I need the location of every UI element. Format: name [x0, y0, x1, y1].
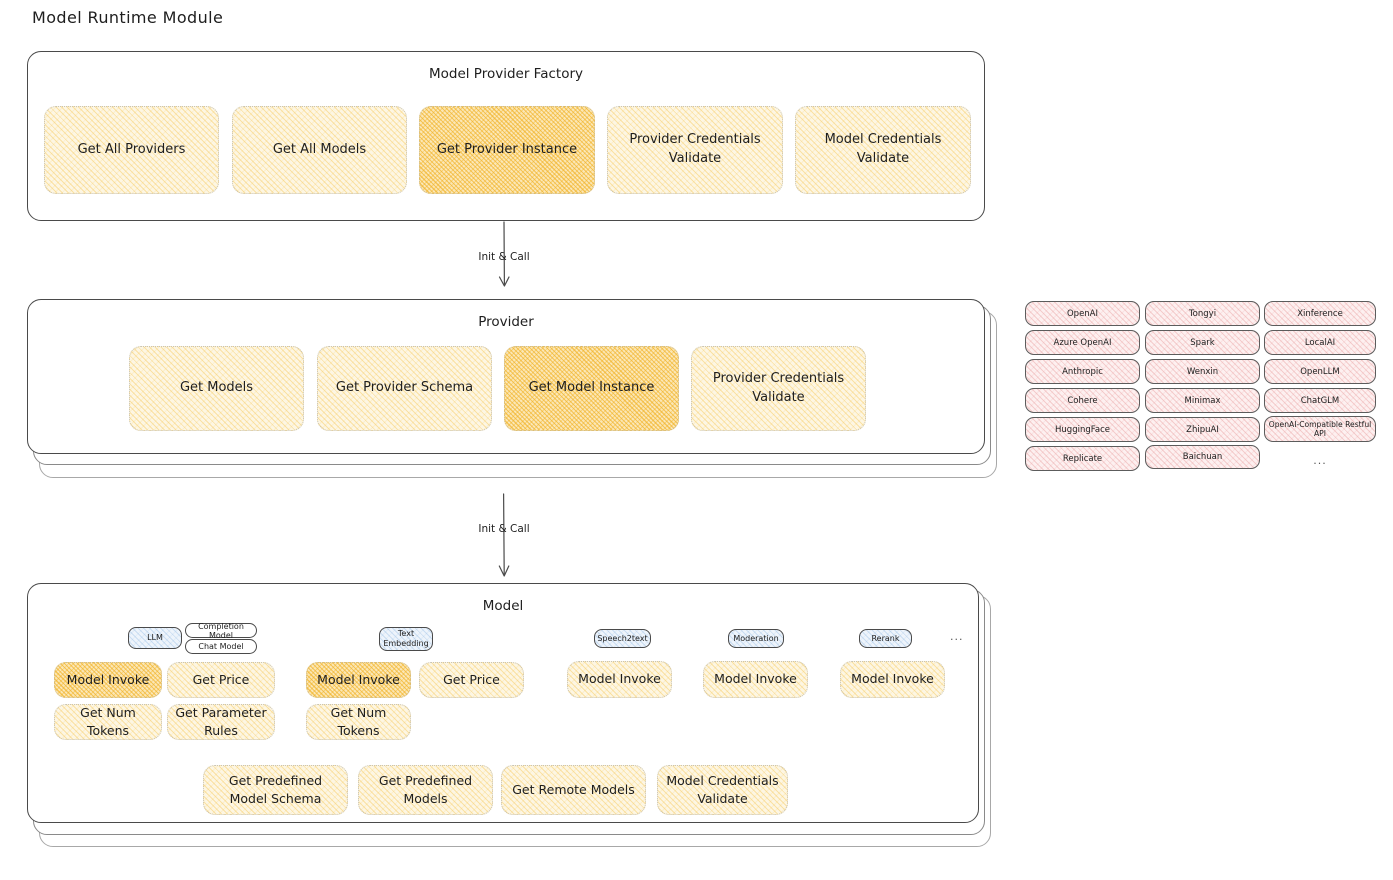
arrow-provider-to-model-label: Init & Call [478, 523, 530, 535]
provider-box-provider-credentials-validate[interactable]: Provider Credentials Validate [691, 346, 866, 431]
model-type-badge-speech2text[interactable]: Speech2text [594, 629, 651, 648]
model-types-ellipsis: ... [950, 630, 964, 643]
llm-method-get-num-tokens[interactable]: Get Num Tokens [54, 704, 162, 740]
provider-list-ellipsis: ... [1313, 453, 1327, 467]
provider-chip-replicate[interactable]: Replicate [1025, 446, 1140, 471]
provider-chip-openllm[interactable]: OpenLLM [1264, 359, 1376, 384]
model-title: Model [482, 598, 524, 614]
llm-method-model-invoke[interactable]: Model Invoke [54, 662, 162, 698]
provider-chip-openai-compatible-restful-api[interactable]: OpenAI-Compatible Restful API [1264, 416, 1376, 442]
provider-chip-zhipuai[interactable]: ZhipuAI [1145, 417, 1260, 442]
llm-method-get-price[interactable]: Get Price [167, 662, 275, 698]
model-common-get-predefined-models[interactable]: Get Predefined Models [358, 765, 493, 815]
rerank-method-model-invoke[interactable]: Model Invoke [840, 661, 945, 698]
model-subtype-badge-chat-model[interactable]: Chat Model [185, 639, 257, 654]
provider-chip-baichuan[interactable]: Baichuan [1145, 445, 1260, 469]
provider-chip-chatglm[interactable]: ChatGLM [1264, 388, 1376, 413]
factory-box-get-provider-instance[interactable]: Get Provider Instance [419, 106, 595, 194]
provider-box-get-model-instance[interactable]: Get Model Instance [504, 346, 679, 431]
model-common-get-predefined-model-schema[interactable]: Get Predefined Model Schema [203, 765, 348, 815]
factory-box-model-credentials-validate[interactable]: Model Credentials Validate [795, 106, 971, 194]
provider-box-get-models[interactable]: Get Models [129, 346, 304, 431]
model-subtype-badge-completion-model[interactable]: Completion Model [185, 622, 257, 640]
model-type-badge-rerank[interactable]: Rerank [859, 629, 912, 648]
provider-chip-azure-openai[interactable]: Azure OpenAI [1025, 330, 1140, 355]
text-embedding-method-get-num-tokens[interactable]: Get Num Tokens [306, 704, 411, 740]
model-group: Model [27, 583, 979, 823]
model-type-badge-text-embedding[interactable]: Text Embedding [379, 627, 433, 651]
page-title: Model Runtime Module [32, 8, 224, 27]
provider-chip-wenxin[interactable]: Wenxin [1145, 359, 1260, 384]
text-embedding-method-model-invoke[interactable]: Model Invoke [306, 662, 411, 698]
arrow-factory-to-provider-label: Init & Call [478, 251, 530, 263]
provider-chip-minimax[interactable]: Minimax [1145, 388, 1260, 413]
provider-chip-spark[interactable]: Spark [1145, 330, 1260, 355]
factory-box-get-all-providers[interactable]: Get All Providers [44, 106, 219, 194]
factory-box-get-all-models[interactable]: Get All Models [232, 106, 407, 194]
llm-method-get-parameter-rules[interactable]: Get Parameter Rules [167, 704, 275, 740]
moderation-method-model-invoke[interactable]: Model Invoke [703, 661, 808, 698]
provider-chip-cohere[interactable]: Cohere [1025, 388, 1140, 413]
provider-chip-openai[interactable]: OpenAI [1025, 301, 1140, 326]
model-provider-factory-title: Model Provider Factory [428, 66, 583, 82]
model-type-badge-moderation[interactable]: Moderation [728, 629, 784, 648]
provider-chip-tongyi[interactable]: Tongyi [1145, 301, 1260, 326]
provider-chip-anthropic[interactable]: Anthropic [1025, 359, 1140, 384]
arrow-provider-to-model [498, 493, 510, 577]
factory-box-provider-credentials-validate[interactable]: Provider Credentials Validate [607, 106, 783, 194]
provider-title: Provider [478, 314, 534, 330]
arrow-factory-to-provider [498, 221, 510, 287]
provider-box-get-provider-schema[interactable]: Get Provider Schema [317, 346, 492, 431]
model-type-badge-llm[interactable]: LLM [128, 627, 182, 649]
provider-chip-huggingface[interactable]: HuggingFace [1025, 417, 1140, 442]
provider-chip-xinference[interactable]: Xinference [1264, 301, 1376, 326]
model-common-get-remote-models[interactable]: Get Remote Models [501, 765, 646, 815]
model-common-model-credentials-validate[interactable]: Model Credentials Validate [657, 765, 788, 815]
speech2text-method-model-invoke[interactable]: Model Invoke [567, 661, 672, 698]
text-embedding-method-get-price[interactable]: Get Price [419, 662, 524, 698]
provider-chip-localai[interactable]: LocalAI [1264, 330, 1376, 355]
